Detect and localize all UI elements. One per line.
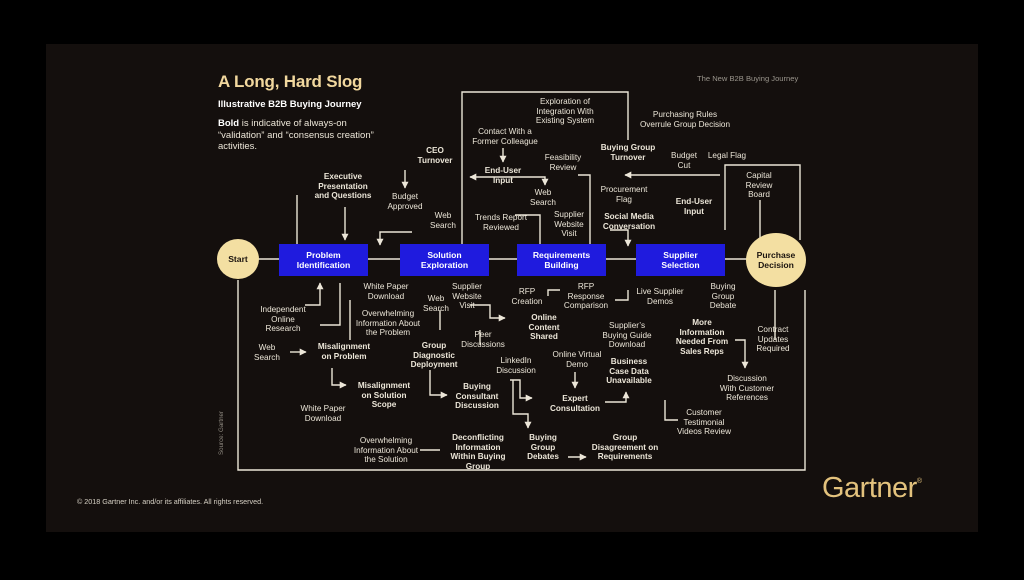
activity-ceo-turnover: CEO Turnover: [417, 146, 453, 165]
activity-web-search-mid: Web Search: [530, 188, 556, 207]
activity-peer-discussions: Peer Discussions: [461, 330, 505, 349]
logo-text: Gartner: [822, 472, 917, 504]
activity-supplier-website-visit-top: Supplier Website Visit: [553, 210, 585, 239]
purchase-decision-node: Purchase Decision: [746, 233, 806, 287]
activity-supplier-website-visit-low: Supplier Website Visit: [451, 282, 483, 311]
legend-text: is indicative of always-on “validation” …: [218, 118, 374, 152]
arrow-independent-to-problem: [305, 282, 324, 306]
activity-buying-group-debate: Buying Group Debate: [709, 282, 737, 311]
arrow-misalignment-scope: [331, 368, 347, 389]
arrow-linkedin-to-debates: [512, 380, 532, 429]
activity-online-content-shared: Online Content Shared: [528, 313, 560, 342]
activity-contact-former-colleague: Contact With a Former Colleague: [472, 127, 538, 146]
activity-social-media: Social Media Conversation: [602, 212, 656, 231]
activity-expert-consultation: Expert Consultation: [549, 394, 601, 413]
slide-background: [46, 44, 978, 532]
arrow-supplier-to-online: [470, 304, 506, 322]
stage-problem-identification: Problem Identification: [279, 244, 368, 276]
activity-web-search-left: Web Search: [254, 343, 280, 362]
activity-buying-consultant: Buying Consultant Discussion: [455, 382, 499, 411]
start-node: Start: [217, 239, 259, 279]
arrow-more-info-to-customer-refs: [735, 339, 749, 369]
activity-web-search-top: Web Search: [430, 211, 456, 230]
activity-misalignment-problem: Misalignment on Problem: [317, 342, 371, 361]
stage-requirements-building: Requirements Building: [517, 244, 606, 276]
stage-supplier-selection: Supplier Selection: [636, 244, 725, 276]
arrow-expert-to-business: [605, 391, 630, 403]
loop-right-outer: [724, 164, 801, 240]
activity-rfp-response: RFP Response Comparison: [563, 282, 609, 311]
activity-end-user-input-2: End-User Input: [675, 197, 713, 216]
activity-discussion-customer-refs: Discussion With Customer References: [719, 374, 775, 403]
activity-web-search-low: Web Search: [423, 294, 449, 313]
gartner-logo: Gartner®: [822, 472, 922, 505]
arrow-trends: [515, 214, 541, 245]
activity-online-virtual-demo: Online Virtual Demo: [552, 350, 602, 369]
activity-procurement-flag: Procurement Flag: [600, 185, 648, 204]
activity-trends-report: Trends Report Reviewed: [474, 213, 528, 232]
activity-group-disagreement: Group Disagreement on Requirements: [591, 433, 659, 462]
line-rfp: [547, 289, 560, 296]
activity-contract-updates: Contract Updates Required: [756, 325, 790, 354]
activity-overwhelming-problem: Overwhelming Information About the Probl…: [355, 309, 421, 338]
line-testimonial: [664, 400, 678, 421]
activity-customer-testimonial: Customer Testimonial Videos Review: [676, 408, 731, 437]
activity-legal-flag: Legal Flag: [707, 151, 747, 160]
activity-end-user-input-1: End-User Input: [484, 166, 522, 185]
activity-budget-cut: Budget Cut: [671, 151, 697, 170]
activity-more-information: More Information Needed From Sales Reps: [675, 318, 729, 356]
activity-buying-group-turnover: Buying Group Turnover: [600, 143, 656, 162]
source-note: Source: Gartner: [218, 410, 225, 455]
activity-white-paper-download-2: White Paper Download: [300, 404, 346, 423]
activity-buying-group-debates: Buying Group Debates: [527, 433, 559, 462]
line-problem-down: [320, 283, 341, 326]
activity-white-paper-download-1: White Paper Download: [363, 282, 409, 301]
line-feasibility: [578, 174, 591, 245]
arrow-linkedin-to-expert: [510, 379, 533, 402]
activity-exploration-integration: Exploration of Integration With Existing…: [535, 97, 595, 126]
arrow-enduser-right: [520, 176, 549, 186]
arrow-social-media: [610, 229, 632, 247]
loop-left-outer: [237, 280, 806, 471]
activity-budget-approved: Budget Approved: [387, 192, 423, 211]
activity-suppliers-guide: Supplier’s Buying Guide Download: [602, 321, 652, 350]
legend-bold-word: Bold: [218, 118, 240, 129]
line-live-demos: [615, 290, 629, 301]
journey-label: The New B2B Buying Journey: [697, 74, 799, 83]
diagram-subtitle: Illustrative B2B Buying Journey: [218, 99, 362, 110]
legend-note: Bold is indicative of always-on “validat…: [218, 118, 378, 153]
activity-feasibility-review: Feasibility Review: [544, 153, 582, 172]
activity-deconflicting: Deconflicting Information Within Buying …: [450, 433, 506, 471]
activity-live-demos: Live Supplier Demos: [636, 287, 684, 306]
activity-linkedin-discussion: LinkedIn Discussion: [496, 356, 536, 375]
stage-solution-exploration: Solution Exploration: [400, 244, 489, 276]
activity-rfp-creation: RFP Creation: [511, 287, 543, 306]
arrow-websearch-to-solution: [376, 231, 412, 246]
activity-purchasing-rules: Purchasing Rules Overrule Group Decision: [639, 110, 731, 129]
copyright: © 2018 Gartner Inc. and/or its affiliate…: [77, 497, 264, 506]
activity-capital-review: Capital Review Board: [745, 171, 773, 200]
loop-exploration: [461, 91, 629, 245]
arrow-diagnostic-to-consultant: [429, 370, 448, 399]
diagram-title: A Long, Hard Slog: [218, 72, 363, 91]
activity-executive-presentation: Executive Presentation and Questions: [314, 172, 372, 201]
activity-group-diagnostic: Group Diagnostic Deployment: [410, 341, 458, 370]
activity-misalignment-solution: Misalignment on Solution Scope: [357, 381, 411, 410]
logo-mark: ®: [916, 478, 922, 485]
activity-overwhelming-solution: Overwhelming Information About the Solut…: [353, 436, 419, 465]
activity-business-case: Business Case Data Unavailable: [606, 357, 652, 386]
activity-independent-research: Independent Online Research: [260, 305, 306, 334]
